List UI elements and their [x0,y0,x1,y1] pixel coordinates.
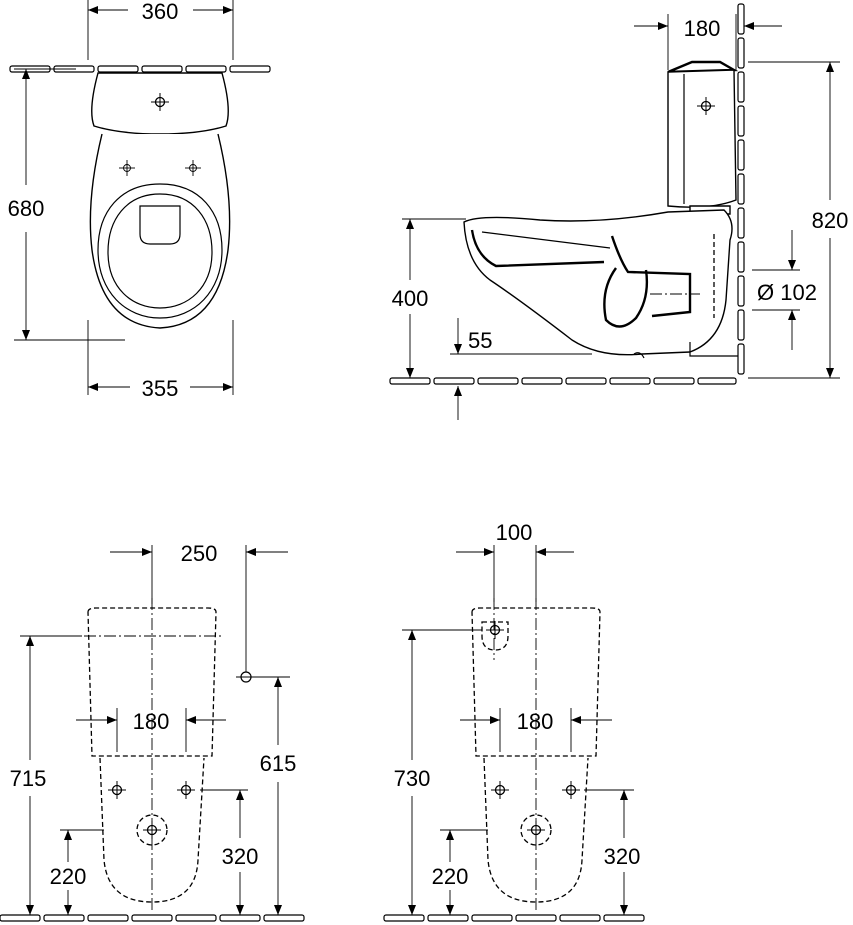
dim-height-730: 730 [394,766,431,791]
floor-plan-right: 100 180 730 320 220 [383,520,645,922]
side-view: 180 820 400 55 Ø 102 [389,3,849,420]
outlet-center-right-icon [526,820,546,840]
lid-hinge-slot [139,205,181,245]
water-inlet-right-icon [485,620,505,640]
bowl-outline [89,133,231,329]
inlet-pocket [481,621,509,651]
floor-plan-left: 250 180 715 615 320 220 [0,541,305,922]
dim-fix-220-right: 220 [432,864,469,889]
dim-height-615: 615 [260,751,297,776]
seat-inner [107,193,213,309]
dim-offset-100: 100 [496,520,533,545]
top-view: 360 680 355 [8,0,271,401]
floor-tiles-side-view [389,377,737,385]
dim-outlet-diameter: Ø 102 [757,280,817,305]
wall-tiles [737,3,745,375]
dim-depth: 680 [8,196,45,221]
dim-hole-spacing-right: 180 [517,709,554,734]
seat-fixing-right-icon [185,160,201,176]
dim-fix-220-left: 220 [50,864,87,889]
floor-tiles-plan-left [0,914,305,922]
outlet-center-left-icon [142,820,162,840]
dim-width-top: 360 [142,0,179,24]
dim-tank-depth: 180 [684,16,721,41]
dim-width-bottom: 355 [142,376,179,401]
floor-tiles-top-view [9,65,271,73]
fix-left-1-icon [107,780,127,800]
water-inlet-icon [236,671,290,683]
dim-fix-320-right: 320 [604,844,641,869]
dim-fix-320-left: 320 [222,844,259,869]
dim-hole-spacing-left: 180 [133,709,170,734]
cistern-side [667,60,739,215]
fix-left-2-icon [176,780,196,800]
dim-offset-250: 250 [181,541,218,566]
dim-total-height: 820 [812,208,849,233]
floor-tiles-plan-right [383,914,645,922]
seat-fixing-left-icon [119,160,135,176]
fix-right-2-icon [561,780,581,800]
fix-right-1-icon [490,780,510,800]
dim-seat-height: 400 [392,286,429,311]
dim-outlet-height: 55 [468,328,492,353]
bowl-side [463,209,738,359]
dim-height-715: 715 [10,766,47,791]
seat-outer [97,183,223,319]
